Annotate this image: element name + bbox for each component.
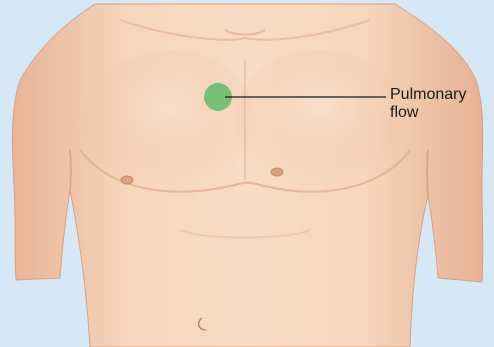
callout-label: Pulmonary flow bbox=[390, 86, 490, 122]
torso-body bbox=[12, 4, 483, 347]
callout-label-line-2: flow bbox=[390, 104, 490, 122]
left-nipple bbox=[121, 176, 133, 184]
right-nipple bbox=[271, 168, 283, 176]
callout-label-line-1: Pulmonary bbox=[390, 86, 490, 104]
